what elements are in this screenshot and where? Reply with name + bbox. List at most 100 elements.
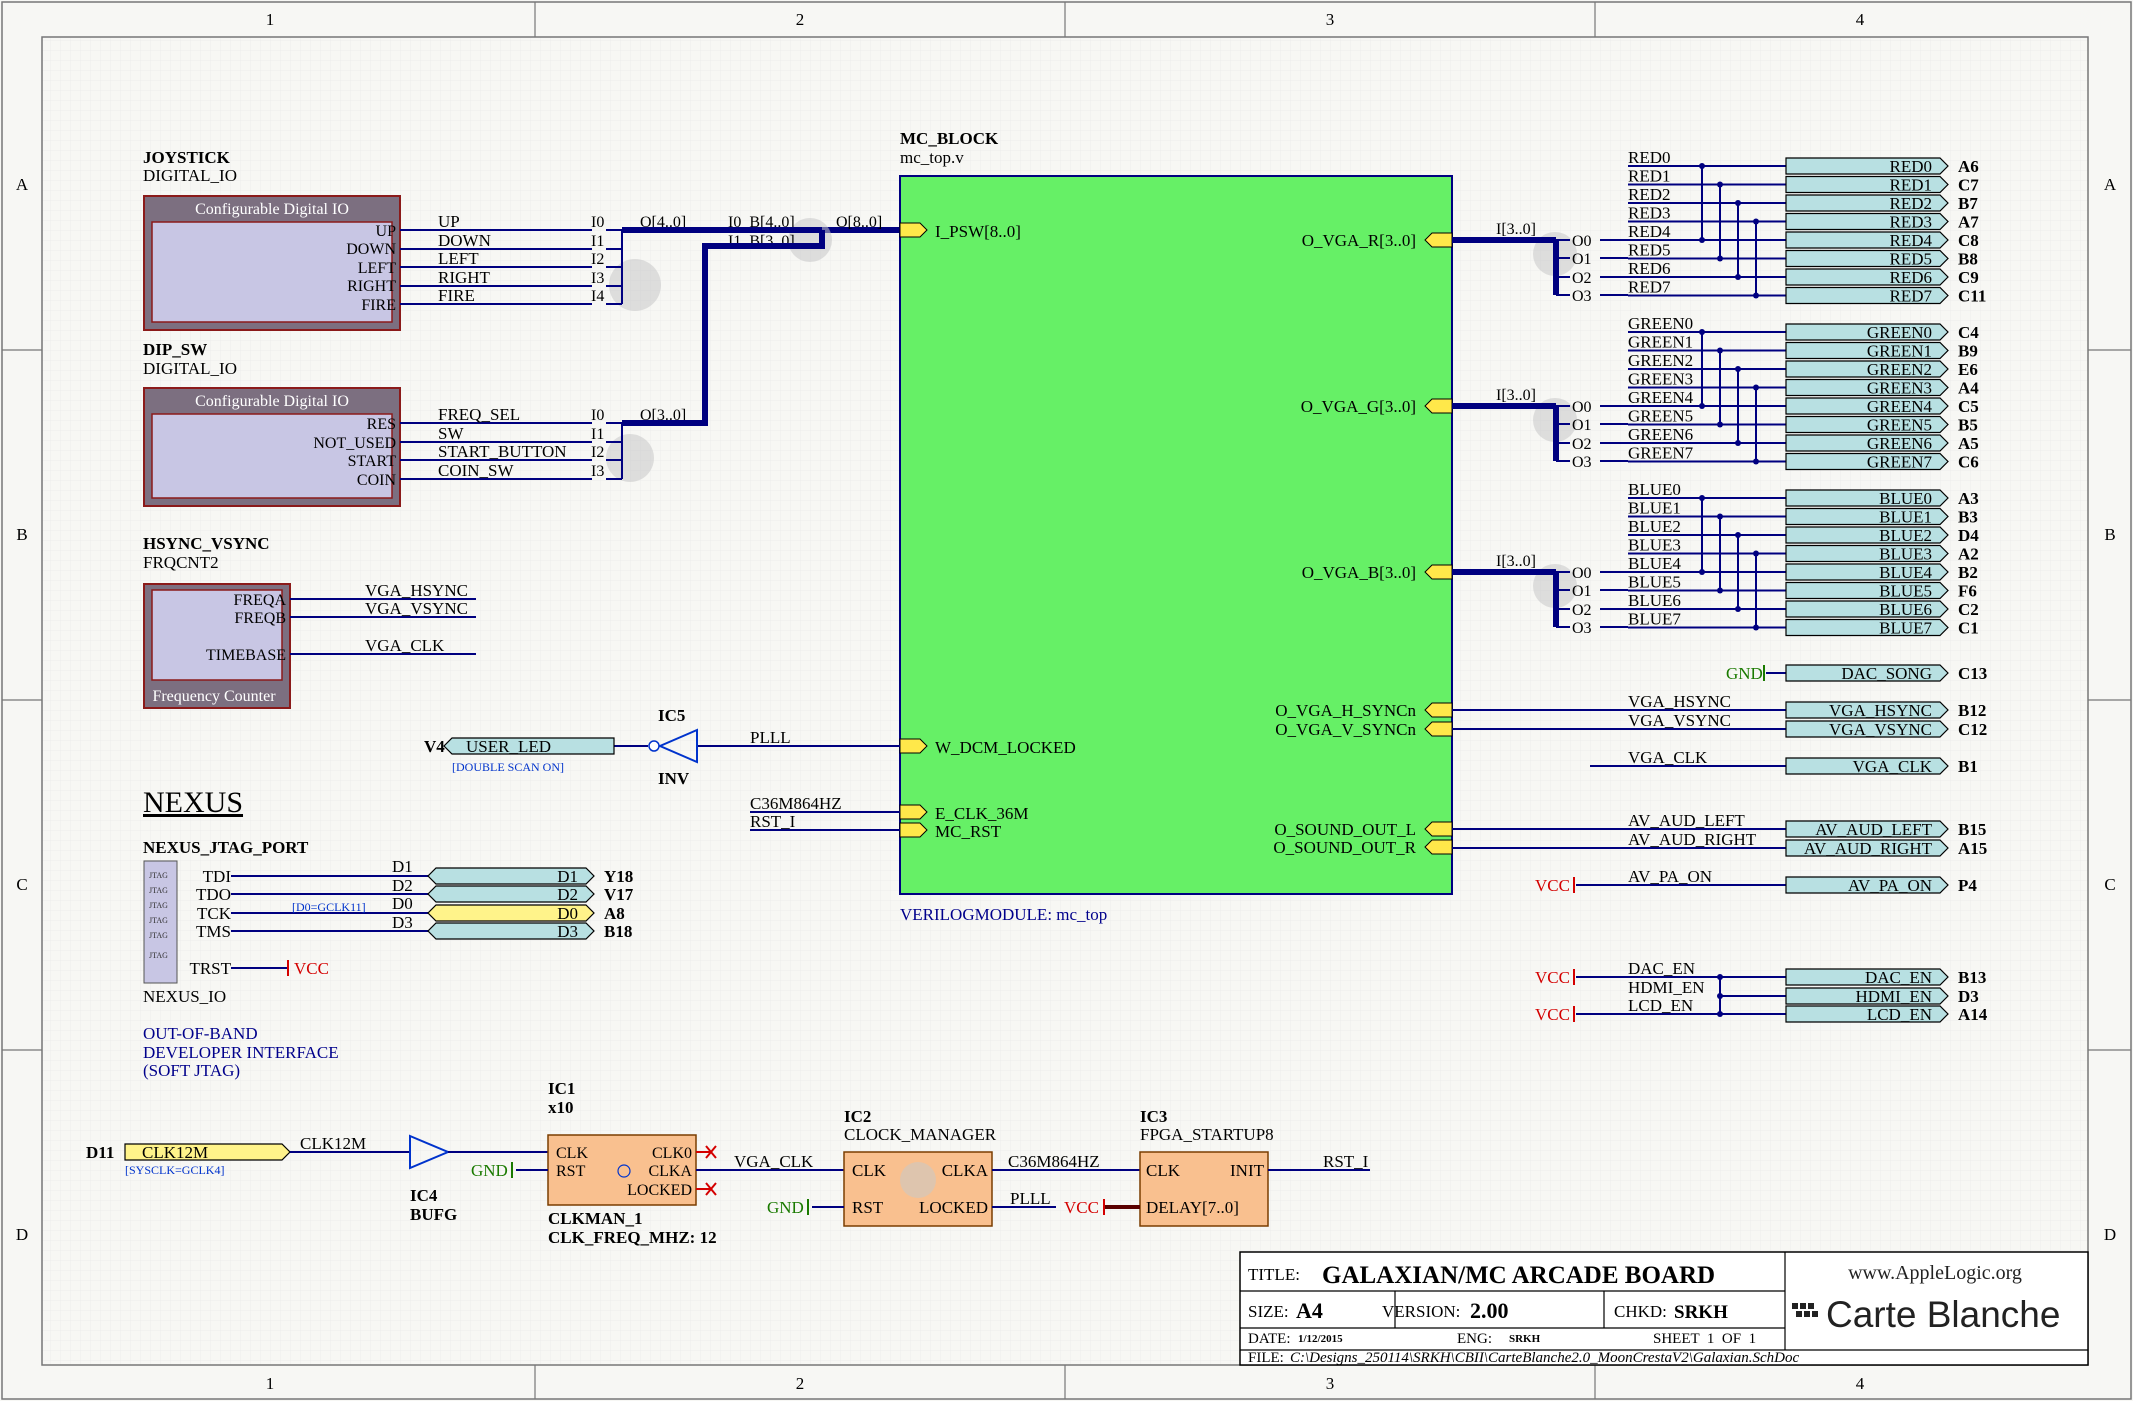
ic4-ref: IC4: [410, 1186, 438, 1205]
vcc-label: VCC: [1535, 1005, 1570, 1024]
jtag-port[interactable]: D1 D2 D0 D3 Y18 V17 A8 B18: [427, 867, 634, 941]
fpga-startup-ic3[interactable]: IC3 FPGA_STARTUP8 CLK DELAY[7..0] INIT: [1139, 1107, 1274, 1227]
port-shape: [1785, 175, 1949, 194]
port-pin: C7: [1958, 176, 1979, 195]
port-label: RED5: [1890, 250, 1933, 269]
port-pin: B9: [1958, 342, 1978, 361]
port-label: BLUE6: [1879, 600, 1932, 619]
main-bus-joiner[interactable]: I0_B[4..0] I1_B[3..0] O[8..0]: [722, 214, 882, 262]
jtag-pin: TDI: [203, 867, 232, 886]
net-label: BLUE7: [1628, 610, 1681, 629]
net-label: LEFT: [438, 249, 479, 268]
zone-col-2: 2: [796, 10, 805, 29]
port-shape: [1785, 452, 1949, 471]
zone-col-3: 3: [1326, 10, 1335, 29]
mc-right-pin: O_SOUND_OUT_L: [1274, 820, 1416, 839]
splitter-in-label: I[3..0]: [1496, 387, 1536, 404]
ic3-ref: IC3: [1140, 1107, 1167, 1126]
splitter-out-label: O3: [1572, 454, 1592, 471]
nexus-port-name: NEXUS_JTAG_PORT: [143, 838, 309, 857]
ic3-type: FPGA_STARTUP8: [1140, 1125, 1274, 1144]
jtag-port-label: D2: [557, 885, 578, 904]
bufg-ic4[interactable]: IC4 BUFG: [409, 1134, 457, 1224]
user-led-port[interactable]: USER_LED V4 [DOUBLE SCAN ON]: [424, 737, 615, 774]
port-pin: A14: [1958, 1005, 1988, 1024]
title-label: TITLE:: [1248, 1265, 1300, 1284]
ic3-pin: DELAY[7..0]: [1146, 1198, 1239, 1217]
junction-dot: [1735, 366, 1741, 372]
file-value: C:\Designs_250114\SRKH\CBII\CarteBlanche…: [1290, 1350, 1799, 1366]
dip-switch-component[interactable]: DIP_SW DIGITAL_IO Configurable Digital I…: [143, 340, 401, 507]
dip-pin: NOT_USED: [313, 435, 396, 452]
dip-bus-joiner[interactable]: I0 I1 I2 I3 O[3..0]: [591, 407, 686, 482]
clock-manager-ic2[interactable]: IC2 CLOCK_MANAGER CLK RST CLKA LOCKED: [843, 1107, 997, 1227]
joystick-component[interactable]: JOYSTICK DIGITAL_IO Configurable Digital…: [143, 148, 401, 331]
mc-right-pin: O_SOUND_OUT_R: [1273, 838, 1416, 857]
port-pin: B1: [1958, 757, 1978, 776]
port-shape: [1785, 839, 1949, 857]
clock-manager-ic1[interactable]: IC1 x10 CLK RST CLK0 CLKA LOCKED CLKMAN_…: [547, 1079, 717, 1247]
junction-dot: [1735, 440, 1741, 446]
ic2-pin: CLKA: [942, 1161, 989, 1180]
port-label: BLUE7: [1879, 619, 1932, 638]
port-shape: [1785, 720, 1949, 738]
frequency-counter-component[interactable]: HSYNC_VSYNC FRQCNT2 Frequency Counter FR…: [143, 534, 291, 709]
port-pin: A15: [1958, 839, 1987, 858]
inverter-ic5[interactable]: IC5 INV: [648, 706, 698, 788]
ic2-pin: CLK: [852, 1161, 887, 1180]
ic2-ref: IC2: [844, 1107, 871, 1126]
joystick-bus-joiner[interactable]: I0 I1 I2 I3 I4 O[4..0]: [591, 214, 686, 311]
nexus-jtag-component[interactable]: JTAG JTAG JTAG JTAG JTAG JTAG TDI TDO TC…: [143, 860, 232, 1006]
port-label: GREEN5: [1867, 416, 1932, 435]
joystick-pin: FIRE: [361, 297, 396, 314]
zone-row-c: C: [16, 875, 27, 894]
mc-block[interactable]: MC_BLOCK mc_top.v VERILOGMODULE: mc_top …: [899, 129, 1453, 924]
port-shape: [1785, 157, 1949, 175]
splitter-out-label: O2: [1572, 602, 1592, 619]
net-label: D3: [392, 913, 413, 932]
mc-right-pin: O_VGA_V_SYNCn: [1275, 720, 1416, 739]
port-label: BLUE2: [1879, 526, 1932, 545]
clk12m-port[interactable]: CLK12M D11 [SYSCLK=GCLK4]: [86, 1143, 291, 1177]
mc-right-pin: O_VGA_H_SYNCn: [1275, 701, 1416, 720]
junction-dot: [1699, 237, 1705, 243]
splitter-out-label: O1: [1572, 583, 1592, 600]
